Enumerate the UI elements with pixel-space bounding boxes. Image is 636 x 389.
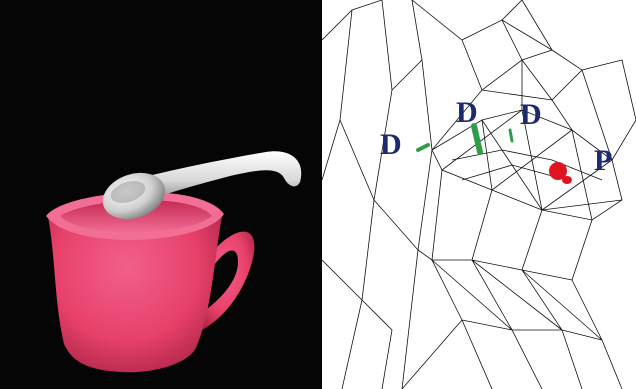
- d-marker-left: [418, 145, 428, 150]
- wireframe-mesh: [322, 0, 636, 389]
- wireframe-panel: D D D P: [322, 0, 636, 389]
- cup-render: [0, 0, 322, 389]
- d-marker-right: [510, 130, 512, 141]
- p-marker: [549, 162, 572, 184]
- label-d-right: D: [520, 100, 542, 130]
- d-marker-middle: [474, 126, 480, 152]
- cup-render-panel: [0, 0, 322, 389]
- label-d-left: D: [380, 130, 402, 160]
- label-d-middle: D: [456, 98, 478, 128]
- label-p: P: [594, 146, 612, 176]
